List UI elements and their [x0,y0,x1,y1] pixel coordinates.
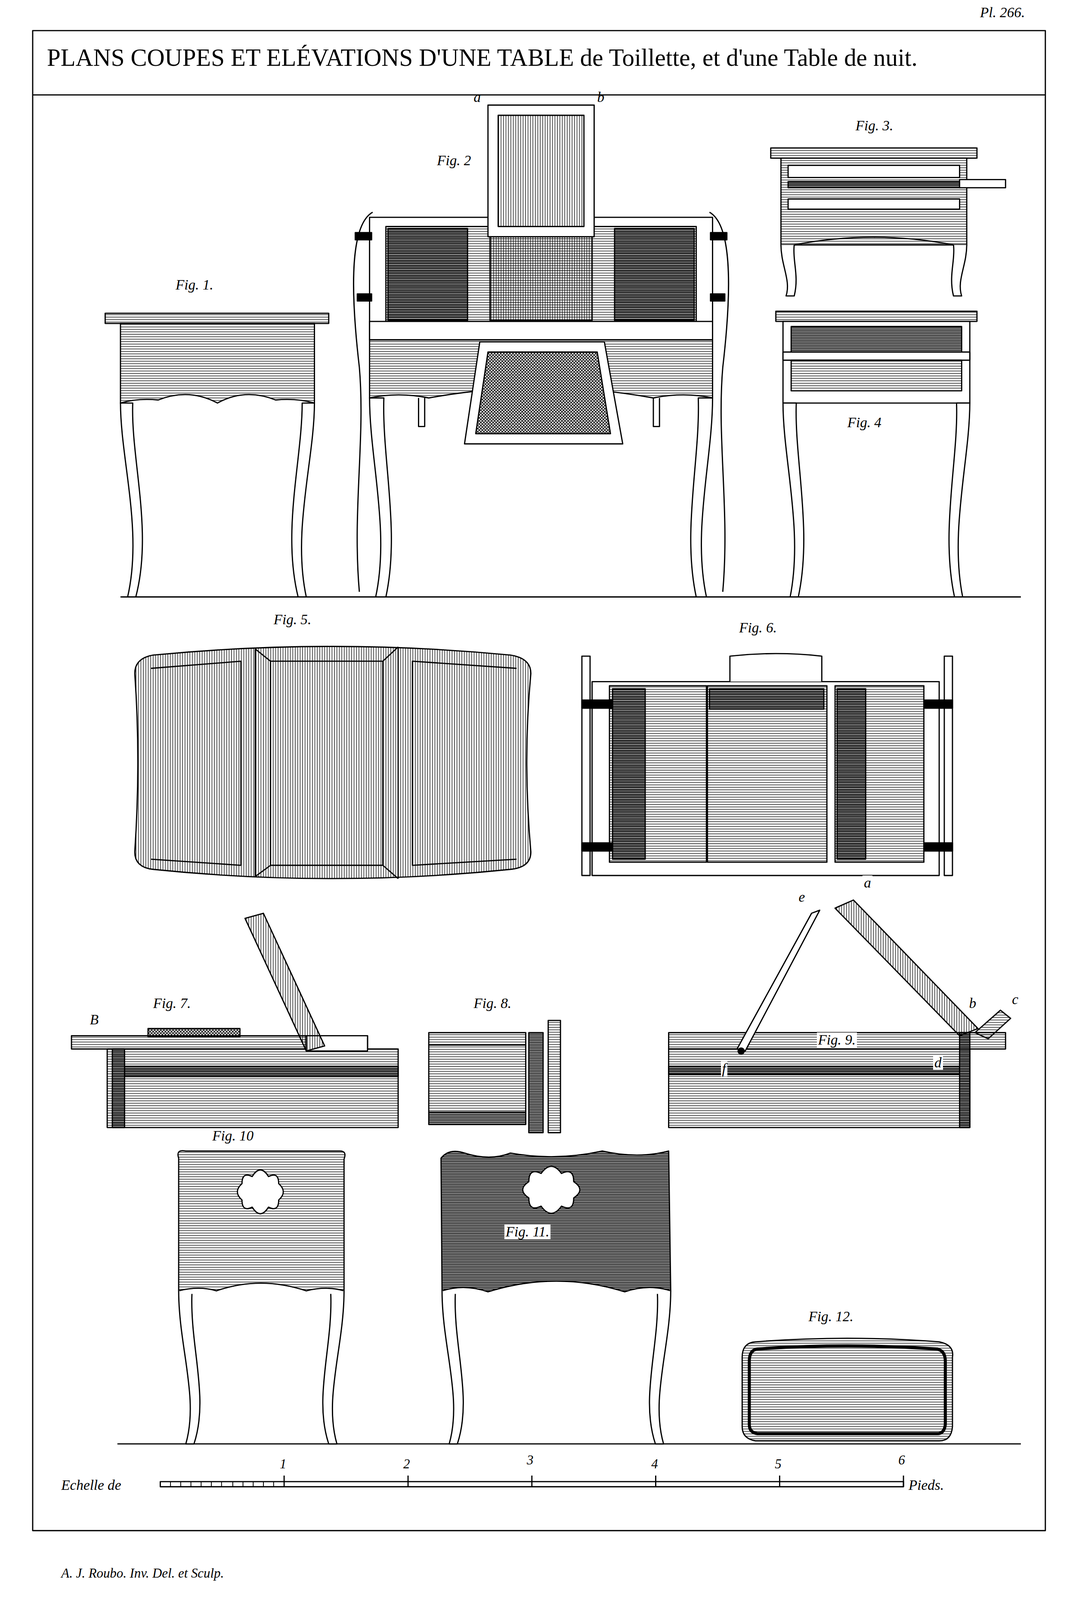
scale-number: 6 [898,1453,905,1468]
ground-line [117,1443,1021,1446]
letter-label: a [473,89,482,106]
plate-border [32,30,1046,1532]
figure-label: Fig. 6. [738,620,777,636]
letter-label: f [720,1061,728,1077]
engraver-signature: A. J. Roubo. Inv. Del. et Sculp. [61,1567,224,1581]
corner-detail [428,1020,561,1134]
mirror-stay-section [668,900,1012,1129]
scale-number: 4 [651,1457,658,1472]
plate-title: PLANS COUPES ET ELÉVATIONS D'UNE TABLE d… [46,44,918,71]
figure-label: Fig. 3. [855,118,894,134]
ground-line [120,596,1021,598]
scale-number: 2 [403,1457,410,1472]
figure-label: Fig. 8. [473,996,512,1012]
toilet-table-side [776,311,978,597]
night-table-side [441,1151,671,1445]
figure-label: Fig. 9. [816,1032,858,1049]
figure-label: Fig. 5. [273,612,312,628]
scale-label: Echelle de [61,1478,121,1494]
letter-label: b [597,89,605,106]
open-toilet-table [353,105,729,597]
figure-label: Fig. 1. [175,277,214,293]
letter-label: e [797,890,807,906]
figure-label: Fig. 12. [808,1309,854,1325]
figure-label: Fig. 4 [847,415,882,431]
toilet-table-section [770,148,1006,297]
scale-unit: Pieds. [908,1478,944,1494]
letter-label: b [967,996,978,1012]
figure-label: Fig. 2 [436,153,471,169]
plate-number: Pl. 266. [980,5,1025,21]
letter-label: a [862,875,873,891]
toilet-table-elevation [105,313,329,597]
letter-label: c [1010,992,1020,1008]
title-rule [32,94,1046,96]
scale-number: 1 [279,1457,287,1472]
scale-bar [160,1476,904,1488]
table-top-plan [134,646,531,880]
letter-label: d [933,1055,944,1071]
scale-number: 3 [526,1453,534,1468]
figure-label: Fig. 10 [212,1128,254,1145]
night-table-top-plan [742,1338,953,1442]
figure-label: Fig. 11. [504,1224,551,1240]
section-detail [71,913,399,1129]
open-table-plan [581,653,953,876]
figure-label: Fig. 7. [153,996,192,1012]
night-table-front [177,1151,345,1445]
letter-label: B [89,1012,99,1028]
scale-number: 5 [774,1457,782,1472]
